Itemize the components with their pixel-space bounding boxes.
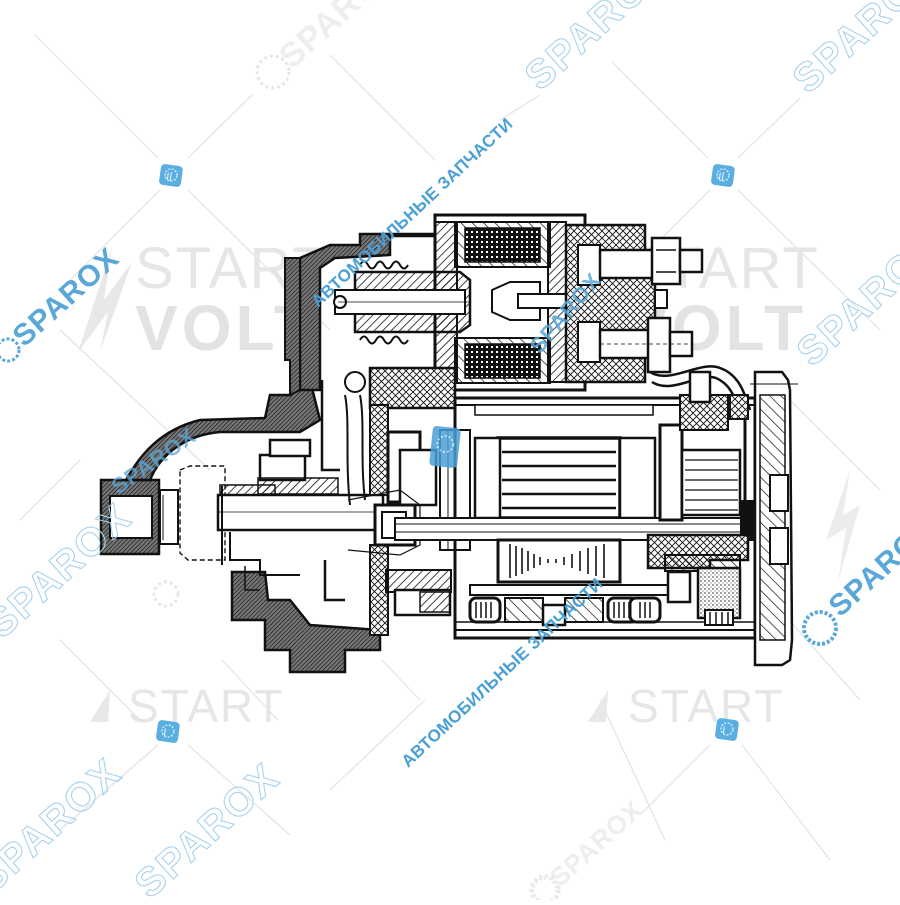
faint-sparox-logos	[152, 54, 561, 905]
sparox-outline-top-right: SPAROX	[785, 0, 900, 102]
lightning-bolt-icon	[826, 470, 860, 582]
svg-text:VOLT: VOLT	[135, 292, 317, 364]
end-cap	[750, 370, 798, 667]
armature	[394, 436, 766, 596]
sparox-faint-bottom: SPAROX	[531, 794, 649, 904]
svg-text:SPAROX: SPAROX	[544, 794, 649, 892]
startvolt-watermark-bottom-left: START	[90, 680, 285, 732]
sparox-outline-mid-left: SPAROX	[0, 495, 140, 647]
brush-holder	[646, 370, 750, 626]
lightning-bolt-right-edge	[826, 470, 860, 582]
commutator	[658, 423, 756, 540]
svg-text:START: START	[128, 680, 285, 732]
sparox-badge-icon	[156, 720, 180, 743]
sparox-badge-icon	[711, 164, 735, 187]
startvolt-watermark-bottom-right: START	[588, 680, 785, 732]
drive-end-bushing	[99, 478, 179, 556]
lightning-bolt-icon	[90, 690, 110, 722]
lightning-bolt-icon	[78, 248, 132, 352]
svg-text:START: START	[628, 680, 785, 732]
lightning-bolt-icon	[588, 690, 608, 722]
sparox-badge-icon	[159, 164, 183, 187]
drive-housing-lower	[230, 566, 382, 674]
shift-lever	[320, 371, 366, 602]
field-magnets	[468, 596, 662, 627]
starter-motor-drawing	[99, 213, 798, 674]
sparox-badge-icon	[715, 718, 739, 741]
sparox-badge-icon	[429, 426, 461, 468]
sparox-outline-bottom-left: SPAROX	[0, 750, 130, 900]
sparox-outline-top-center: SPAROX	[517, 0, 679, 99]
sparox-badge-icons	[156, 164, 739, 743]
diagonal-grid-lines	[19, 34, 881, 861]
terminal-lower	[598, 316, 694, 374]
sparox-outline-bottom-center: SPAROX	[127, 755, 289, 900]
pinion-shaft	[179, 438, 395, 576]
terminal-upper	[598, 236, 704, 309]
